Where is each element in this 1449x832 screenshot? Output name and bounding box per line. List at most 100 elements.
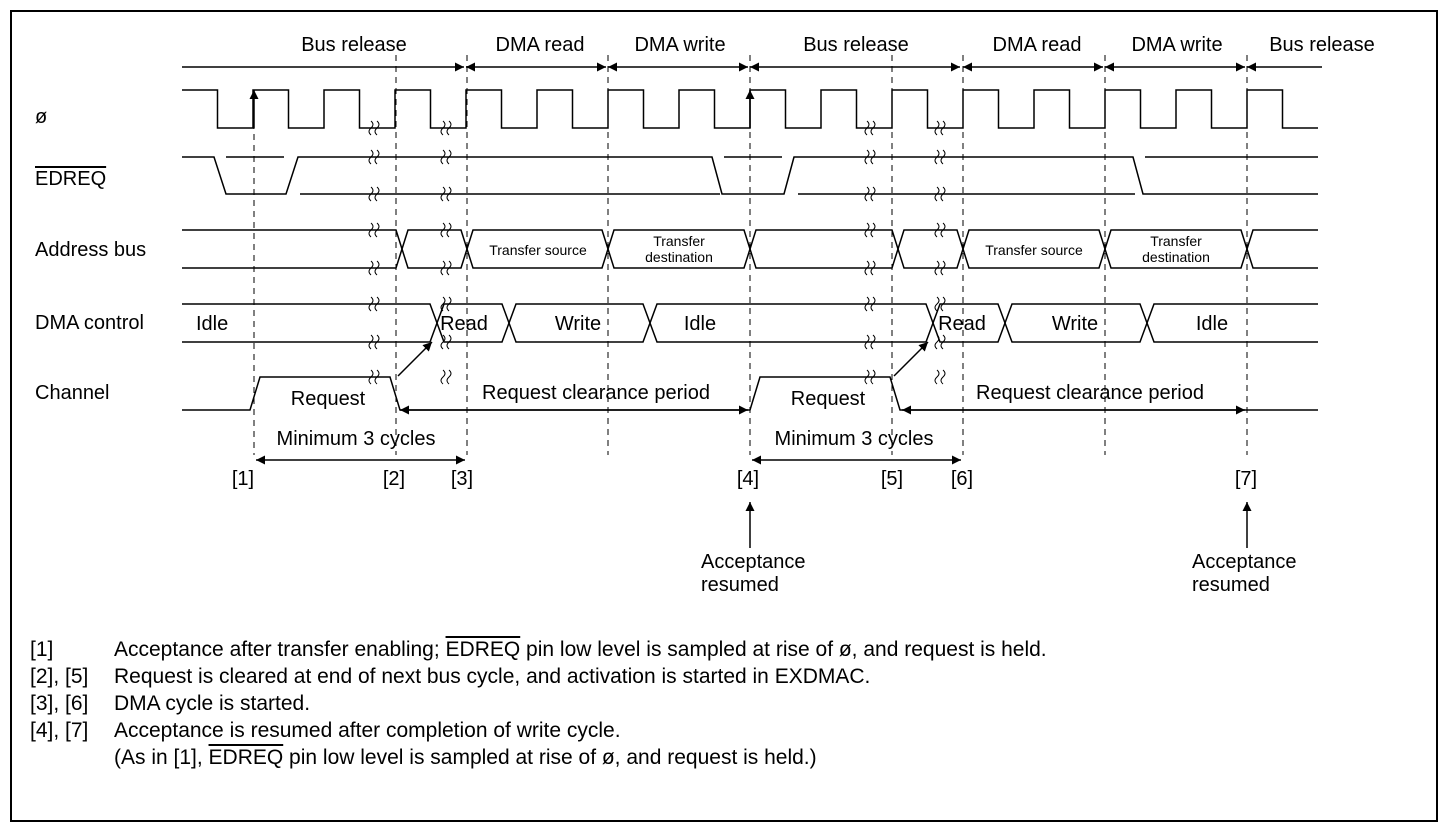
note-label: [4], [7] — [30, 719, 89, 742]
break-squiggle — [374, 222, 380, 238]
break-squiggle — [934, 334, 940, 350]
break-marks — [368, 120, 946, 385]
note-text: Acceptance is resumed after completion o… — [114, 719, 621, 742]
break-squiggle — [440, 186, 446, 202]
break-squiggle — [934, 369, 940, 385]
break-squiggle — [368, 260, 374, 276]
break-squiggle — [864, 334, 870, 350]
phase-dma-write-1: DMA write — [634, 34, 725, 56]
break-squiggle — [374, 369, 380, 385]
break-squiggle — [870, 296, 876, 312]
control-idle-3: Idle — [1196, 313, 1228, 335]
note-text: pin low level is sampled at rise of ø, a… — [283, 746, 817, 769]
acceptance-arrows — [745, 502, 1252, 548]
break-squiggle — [940, 296, 946, 312]
break-squiggle — [864, 260, 870, 276]
guide-lines — [253, 55, 1248, 455]
note-text: Request is cleared at end of next bus cy… — [114, 665, 871, 688]
address-transfer-dest-1b: destination — [645, 249, 713, 265]
break-squiggle — [374, 296, 380, 312]
break-squiggle — [940, 120, 946, 136]
signal-address-bus-label: Address bus — [35, 239, 146, 261]
address-transfer-dest-2b: destination — [1142, 249, 1210, 265]
break-squiggle — [440, 260, 446, 276]
break-squiggle — [440, 149, 446, 165]
signal-channel-label: Channel — [35, 382, 110, 404]
break-squiggle — [864, 186, 870, 202]
note-text: (As in [1], — [114, 746, 209, 769]
break-squiggle — [368, 296, 374, 312]
break-squiggle — [374, 186, 380, 202]
channel-clearance-2: Request clearance period — [976, 382, 1204, 404]
break-squiggle — [870, 149, 876, 165]
acceptance-1-line2: resumed — [701, 574, 779, 596]
break-squiggle — [374, 120, 380, 136]
break-squiggle — [446, 260, 452, 276]
phase-bus-release-1: Bus release — [301, 34, 407, 56]
acceptance-2-line2: resumed — [1192, 574, 1270, 596]
note-text: pin low level is sampled at rise of ø, a… — [520, 638, 1047, 661]
break-squiggle — [940, 222, 946, 238]
phase-bus-release-3: Bus release — [1269, 34, 1375, 56]
break-squiggle — [940, 334, 946, 350]
marker-1: [1] — [232, 468, 254, 490]
break-squiggle — [934, 149, 940, 165]
break-squiggle — [870, 260, 876, 276]
break-squiggle — [446, 296, 452, 312]
phase-bus-release-2: Bus release — [803, 34, 909, 56]
marker-2: [2] — [383, 468, 405, 490]
break-squiggle — [446, 334, 452, 350]
address-bus-waveform — [182, 229, 1318, 269]
break-squiggle — [368, 186, 374, 202]
control-write-2: Write — [1052, 313, 1098, 335]
break-squiggle — [368, 222, 374, 238]
break-squiggle — [446, 222, 452, 238]
note-text: Acceptance after transfer enabling; — [114, 638, 446, 661]
break-squiggle — [446, 149, 452, 165]
break-squiggle — [374, 260, 380, 276]
break-squiggle — [864, 369, 870, 385]
break-squiggle — [440, 334, 446, 350]
break-squiggle — [446, 369, 452, 385]
break-squiggle — [940, 149, 946, 165]
break-squiggle — [440, 120, 446, 136]
minimum-cycles-1: Minimum 3 cycles — [277, 428, 436, 450]
signal-clock-label: ø — [35, 106, 47, 128]
note-label: [3], [6] — [30, 692, 89, 715]
break-squiggle — [870, 334, 876, 350]
break-squiggle — [374, 149, 380, 165]
signal-dma-control-label: DMA control — [35, 312, 144, 334]
note-label: [1] — [30, 638, 54, 661]
phase-dma-read-2: DMA read — [993, 34, 1082, 56]
control-write-1: Write — [555, 313, 601, 335]
causal-arrows — [249, 90, 929, 377]
step-markers: [1] [2] [3] [4] [5] [6] [7] — [232, 468, 1257, 490]
break-squiggle — [934, 186, 940, 202]
break-squiggle — [368, 149, 374, 165]
acceptance-1-line1: Acceptance — [701, 551, 806, 573]
break-squiggle — [934, 296, 940, 312]
break-squiggle — [870, 222, 876, 238]
edreq-waveform — [182, 156, 1318, 195]
break-squiggle — [940, 260, 946, 276]
channel-request-2: Request — [791, 388, 866, 410]
phase-dma-write-2: DMA write — [1131, 34, 1222, 56]
break-squiggle — [870, 369, 876, 385]
break-squiggle — [446, 186, 452, 202]
note-text: DMA cycle is started. — [114, 692, 311, 715]
break-squiggle — [940, 186, 946, 202]
minimum-cycles-2: Minimum 3 cycles — [775, 428, 934, 450]
control-idle-2: Idle — [684, 313, 716, 335]
signal-edreq-label: EDREQ — [35, 168, 106, 190]
phase-dma-read-1: DMA read — [496, 34, 585, 56]
address-transfer-dest-2a: Transfer — [1150, 233, 1202, 249]
break-squiggle — [374, 334, 380, 350]
marker-3: [3] — [451, 468, 473, 490]
channel-clearance-1: Request clearance period — [482, 382, 710, 404]
break-squiggle — [864, 120, 870, 136]
break-squiggle — [934, 222, 940, 238]
address-transfer-source-2: Transfer source — [985, 242, 1083, 258]
marker-5: [5] — [881, 468, 903, 490]
marker-7: [7] — [1235, 468, 1257, 490]
